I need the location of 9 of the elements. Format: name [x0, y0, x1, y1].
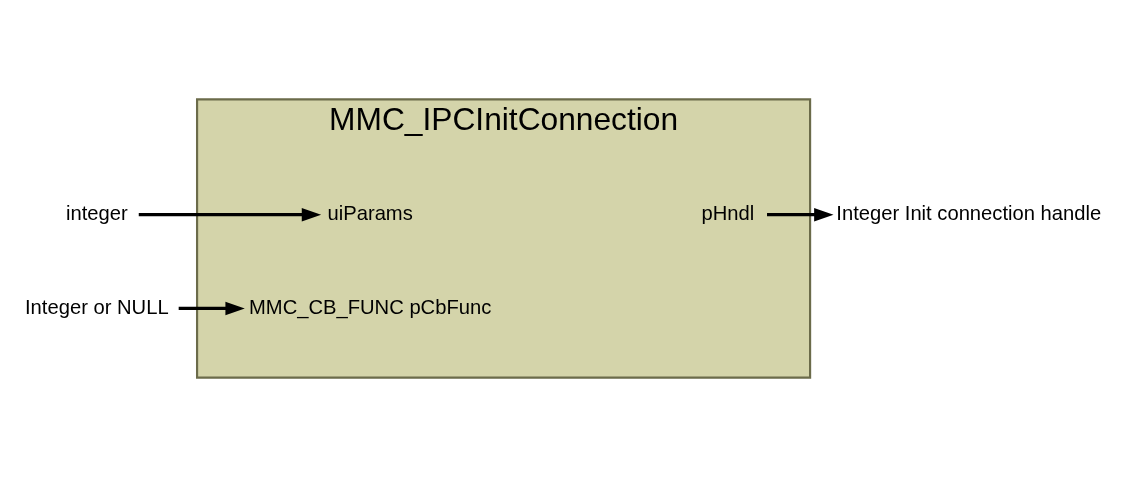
node-text: MMC_CB_FUNC pCbFunc — [249, 295, 492, 318]
arrow — [138, 207, 322, 222]
arrow — [767, 207, 834, 222]
node-text: integer — [65, 202, 128, 225]
node-text: pHndl — [701, 202, 755, 225]
arrow — [178, 301, 245, 316]
node-text: Integer Init connection handle — [836, 202, 1102, 225]
node-text: uiParams — [327, 202, 413, 225]
node-text: Integer or NULL — [25, 295, 169, 318]
